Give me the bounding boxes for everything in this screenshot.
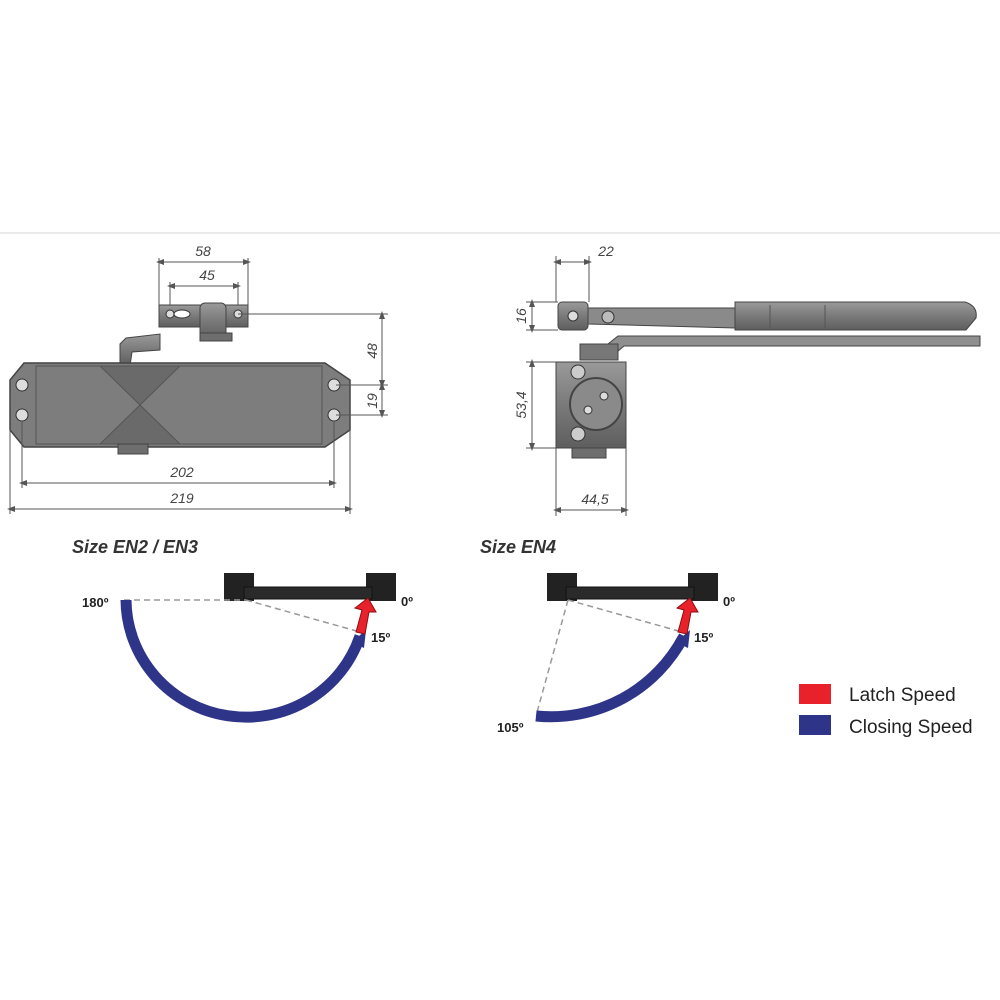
bracket-slot <box>173 309 191 319</box>
dim-44-5: 44,5 <box>581 491 608 507</box>
legend-label-closing: Closing Speed <box>849 717 973 738</box>
side-screw-top <box>570 364 586 380</box>
body-screw-tl <box>15 378 29 392</box>
body-screw-bl <box>15 408 29 422</box>
forearm <box>734 301 977 331</box>
legend: Latch Speed Closing Speed <box>799 684 973 738</box>
bracket-screw-left <box>165 309 175 319</box>
dim-22: 22 <box>597 243 614 259</box>
dim-202: 202 <box>169 464 194 480</box>
dim-53-4: 53,4 <box>513 391 529 418</box>
lower-arm <box>597 335 981 359</box>
dim-219: 219 <box>169 490 194 506</box>
arm-stub <box>199 332 233 342</box>
body-x-relief <box>98 365 182 445</box>
dim-16: 16 <box>513 308 529 324</box>
closing-speed-arc-en4 <box>535 633 689 723</box>
ref-line-105 <box>535 599 569 717</box>
closing-arrow-head-en4 <box>676 630 690 648</box>
spindle-link <box>119 333 161 367</box>
legend-label-latch: Latch Speed <box>849 685 956 706</box>
latch-speed-arrow <box>353 597 377 635</box>
door-leaf-en4 <box>565 586 695 600</box>
arm-shoe <box>579 343 619 361</box>
angle-180: 180º <box>82 595 109 610</box>
arm-joint <box>601 310 615 324</box>
front-view: 58 45 48 19 202 219 <box>7 243 388 514</box>
angle-0-en2: 0º <box>401 594 413 609</box>
bottom-valve <box>117 443 149 455</box>
latch-speed-arrow-en4 <box>675 597 699 635</box>
angle-15-en4: 15º <box>694 630 713 645</box>
angle-15-en2: 15º <box>371 630 390 645</box>
closing-speed-arc <box>120 599 366 723</box>
dim-58: 58 <box>195 243 211 259</box>
dim-19: 19 <box>364 393 380 409</box>
side-view: 22 16 53,4 44,5 <box>513 243 981 516</box>
size-title-en2-en3: Size EN2 / EN3 <box>72 537 198 557</box>
size-title-en4: Size EN4 <box>480 537 556 557</box>
opening-diagram-en4: Size EN4 105º 15º 0º <box>480 537 735 735</box>
pivot-screw <box>567 310 579 322</box>
side-screw-bottom <box>570 426 586 442</box>
valve-disc <box>569 377 623 431</box>
legend-swatch-closing <box>799 715 831 735</box>
dim-45: 45 <box>199 267 215 283</box>
legend-swatch-latch <box>799 684 831 704</box>
angle-105: 105º <box>497 720 524 735</box>
closer-body <box>9 362 351 448</box>
dim-48: 48 <box>364 343 380 359</box>
opening-diagram-en2-en3: Size EN2 / EN3 180º 15º 0º <box>72 537 413 723</box>
angle-0-en4: 0º <box>723 594 735 609</box>
side-bottom-valve <box>571 447 607 459</box>
ref-line-15-en4 <box>567 599 683 633</box>
ref-line-15 <box>245 599 361 633</box>
closing-arrow-head <box>352 630 366 648</box>
door-leaf <box>243 586 373 600</box>
